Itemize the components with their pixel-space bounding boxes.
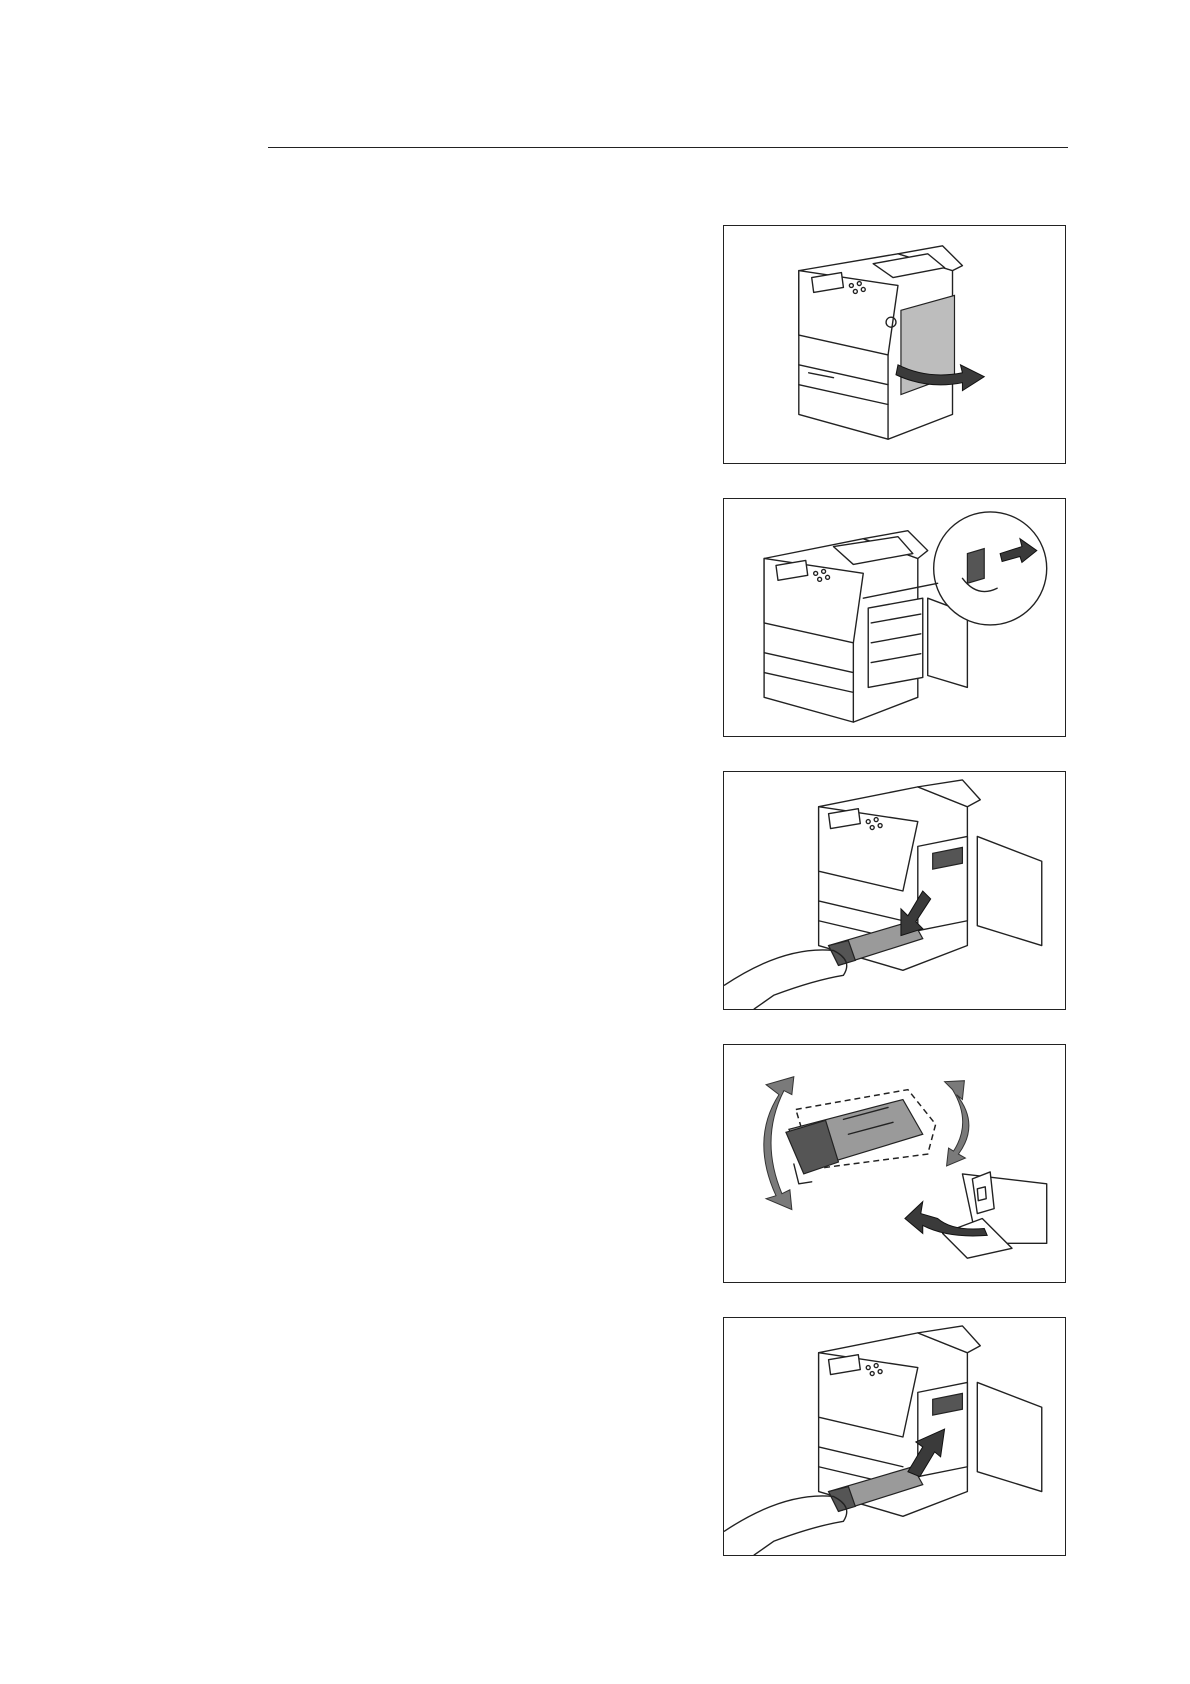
figure-shake-toner	[723, 1044, 1066, 1283]
shake-toner-icon	[724, 1045, 1065, 1282]
figure-release-lever	[723, 498, 1066, 737]
printer-lever-icon	[724, 499, 1065, 736]
header-rule	[268, 147, 1068, 148]
printer-insert-toner-icon	[724, 1318, 1065, 1555]
printer-remove-toner-icon	[724, 772, 1065, 1009]
figure-insert-toner	[723, 1317, 1066, 1556]
figure-remove-toner	[723, 771, 1066, 1010]
figure-open-door	[723, 225, 1066, 464]
printer-open-door-icon	[724, 226, 1065, 463]
